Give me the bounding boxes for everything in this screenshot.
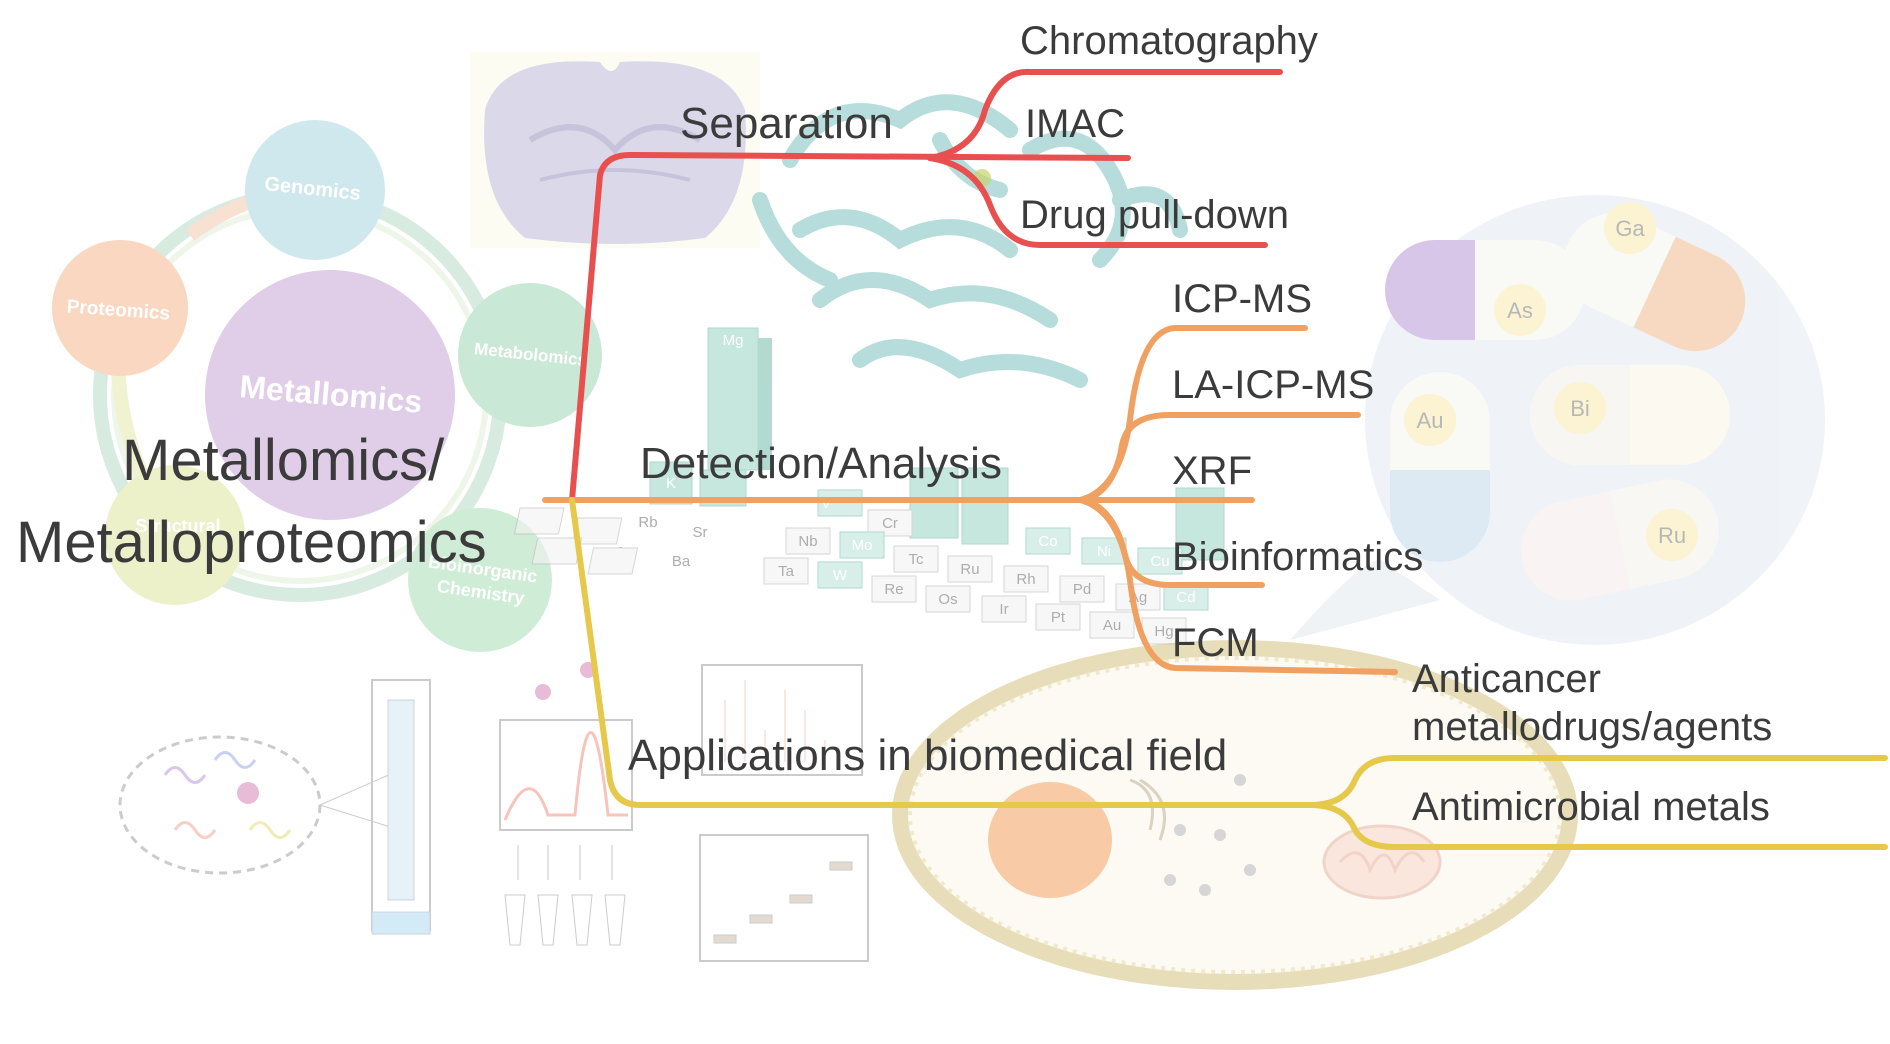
tile-ni: Ni: [1097, 543, 1111, 560]
imac-label: IMAC: [1025, 102, 1125, 146]
row5-tiles: Nb Mo Tc Ru Rh Pd Ag Cd: [785, 527, 1209, 611]
structural-bubble: [105, 465, 245, 605]
workflow-illustration: [118, 662, 869, 962]
tile-au: Au: [1103, 617, 1121, 634]
tile-tc: Tc: [909, 551, 925, 568]
drug-pulldown-label: Drug pull-down: [1020, 193, 1289, 237]
tile-pd: Pd: [1073, 581, 1091, 598]
chromatography-label: Chromatography: [1020, 19, 1318, 63]
tile-cd: Cd: [1176, 589, 1195, 606]
metabolomics-bubble: [458, 283, 602, 427]
tile-cr: Cr: [882, 515, 898, 532]
row4-tiles: Cr Co Ni Cu: [867, 509, 1183, 575]
omics-cluster: Genomics Proteomics Metabolomics Metallo…: [52, 120, 602, 652]
fcm-label: FCM: [1172, 621, 1259, 665]
anticancer-label-1: Anticancer: [1412, 657, 1601, 701]
structural-label: Structural: [135, 516, 220, 536]
branch-lines: [542, 68, 1888, 850]
pill-as: As: [1507, 298, 1533, 323]
metallomics-bubble: [205, 270, 455, 520]
detection-label: Detection/Analysis: [640, 439, 1002, 488]
tile-hg: Hg: [1154, 623, 1173, 640]
bioinorganic-bubble: [408, 508, 552, 652]
cell-illustration: [892, 640, 1578, 990]
tile-v: V: [821, 495, 831, 512]
bioinformatics-label: Bioinformatics: [1172, 535, 1423, 579]
icpms-label: ICP-MS: [1172, 277, 1312, 321]
pill-bi: Bi: [1570, 396, 1590, 421]
tile-mo: Mo: [852, 537, 873, 554]
chromatography-branch: [927, 68, 1283, 161]
tile-cu: Cu: [1150, 553, 1169, 570]
metallodrug-pills: As Ga Au Bi Ru: [1290, 195, 1825, 645]
tile-k: K: [666, 475, 676, 492]
genomics-bubble: [245, 120, 385, 260]
row6-tiles: Ta W Re Os Ir Pt Au Hg: [763, 557, 1187, 645]
separation-label: Separation: [680, 99, 893, 148]
tile-os: Os: [938, 591, 957, 608]
anticancer-label-2: metallodrugs/agents: [1412, 705, 1772, 749]
antimicrobial-branch: [1307, 802, 1888, 850]
tile-ta: Ta: [778, 563, 795, 580]
tile-co: Co: [1038, 533, 1057, 550]
applications-trunk: [569, 497, 1313, 808]
tile-re: Re: [884, 581, 903, 598]
tile-ir: Ir: [999, 601, 1008, 618]
protein-structure: [752, 94, 1188, 388]
separation-trunk: [569, 151, 1131, 503]
title-line-1: Metallomics/: [122, 428, 445, 493]
tile-mg: Mg: [723, 332, 744, 349]
drug-pulldown-branch: [927, 155, 1268, 248]
title-line-2: Metalloproteomics: [16, 510, 487, 575]
tile-nb: Nb: [798, 533, 817, 550]
tile-pt: Pt: [1051, 609, 1066, 626]
tile-rh: Rh: [1016, 571, 1035, 588]
pill-au: Au: [1417, 408, 1444, 433]
xrf-label: XRF: [1172, 449, 1252, 493]
proteomics-bubble: [52, 240, 188, 376]
brain-slice-image: [470, 52, 760, 248]
applications-label: Applications in biomedical field: [628, 731, 1227, 780]
laicpms-label: LA-ICP-MS: [1172, 363, 1374, 407]
tile-w: W: [833, 567, 848, 584]
tile-ba: Ba: [672, 553, 691, 570]
anticancer-branch: [1307, 755, 1888, 808]
antimicrobial-label: Antimicrobial metals: [1412, 785, 1770, 829]
pill-ga: Ga: [1615, 216, 1645, 241]
pill-ru: Ru: [1658, 523, 1686, 548]
tile-sr: Sr: [693, 524, 708, 541]
laicpms-branch: [1082, 412, 1361, 503]
tile-rb: Rb: [638, 514, 657, 531]
nucleus: [988, 782, 1112, 898]
fcm-branch: [1077, 497, 1398, 675]
tile-ru: Ru: [960, 561, 979, 578]
